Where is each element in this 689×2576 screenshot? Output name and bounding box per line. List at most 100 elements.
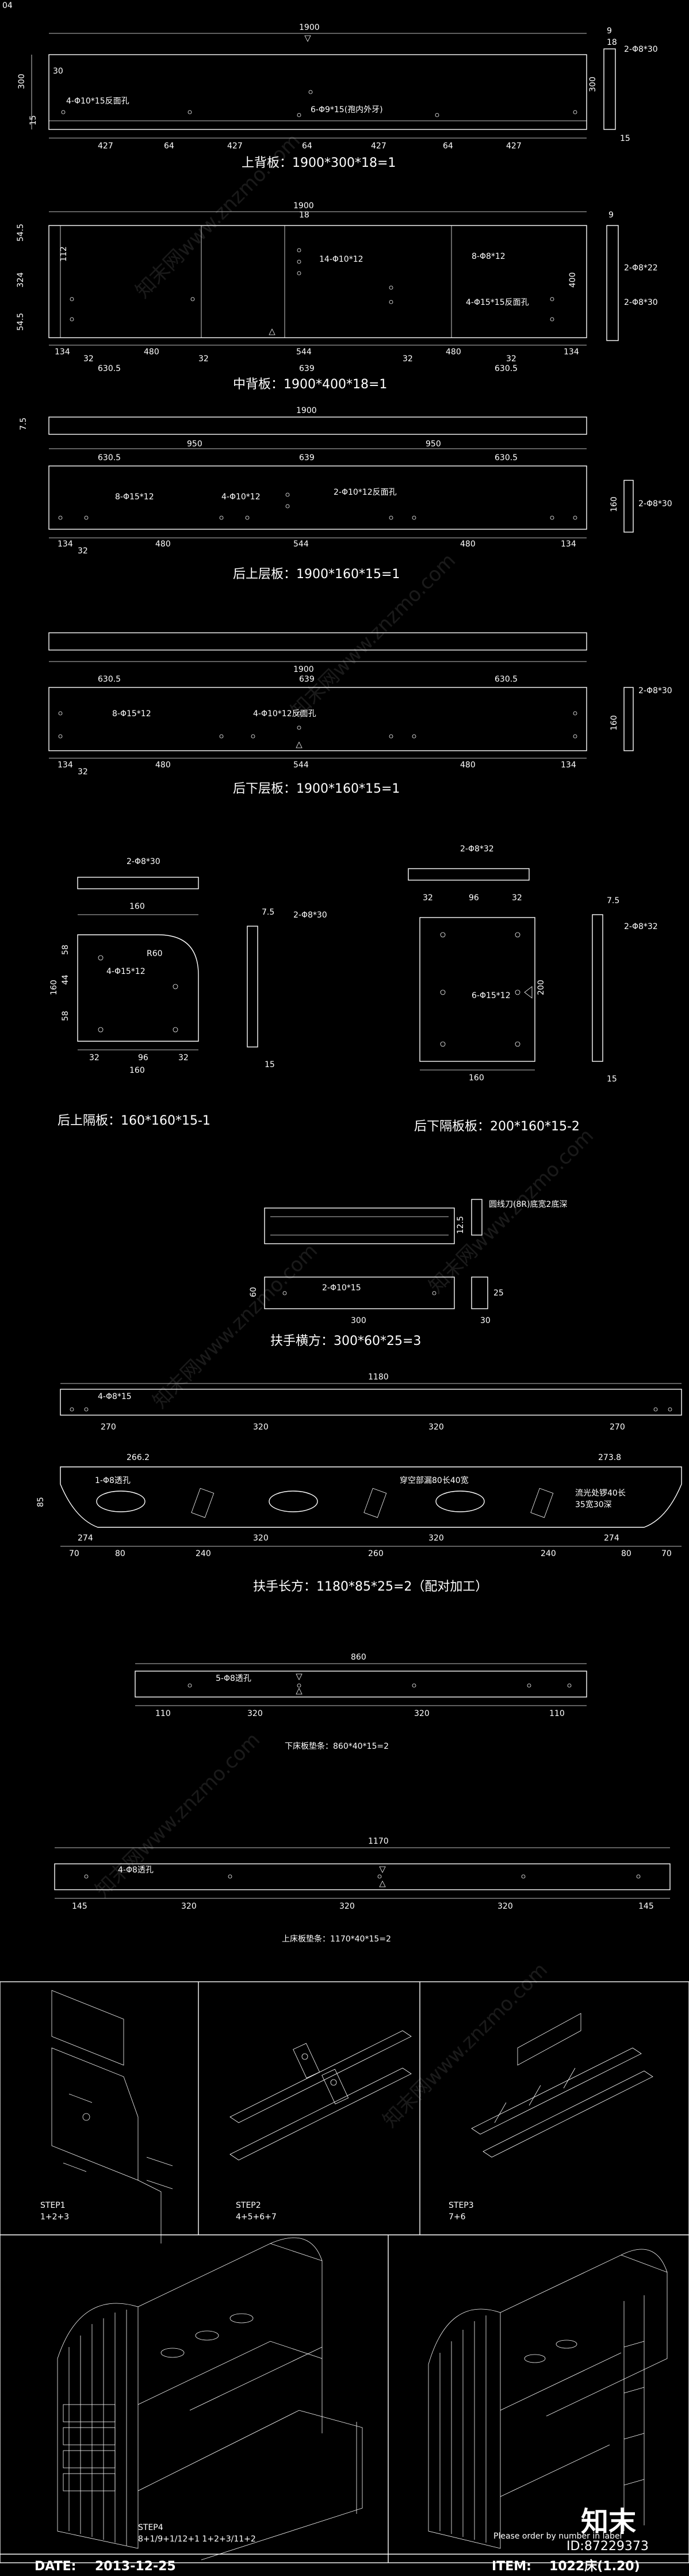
dim-b: 134 [58, 540, 73, 549]
dim: 64 [302, 142, 312, 151]
watermark: 知末网www.znzmo.com [148, 1239, 322, 1413]
dim: 427 [371, 142, 386, 151]
dim-top: 270 [101, 1423, 116, 1432]
dim-b2: 274 [604, 1534, 619, 1543]
dim-overall: 1900 [296, 406, 317, 415]
dim-h-left: 300 [17, 74, 26, 89]
note-holes: 2-Φ10*15 [322, 1283, 361, 1293]
part-rear-lower-rail: 1900 630.5 639 630.5 8-Φ15*12 4-Φ10*12反面… [48, 632, 672, 796]
watermark: 知末网www.znzmo.com [91, 1728, 265, 1902]
dim: 96 [138, 1053, 148, 1062]
part-mid-back: 1900 18 54.5 324 54.5 112 400 14-Φ10*12 … [16, 201, 658, 392]
dim-b2: 320 [428, 1534, 444, 1543]
step1-sketch [51, 1990, 173, 2244]
part-handrail-long: 1180 4-Φ8*15 270 320 320 270 266.2 273.8… [36, 1373, 682, 1594]
rail-top [60, 1389, 682, 1416]
dim-overall: 1900 [293, 201, 314, 211]
dim: 32 [423, 893, 433, 903]
dim-side: 160 [610, 715, 619, 731]
cross-profile [264, 1207, 455, 1244]
dim-b: 134 [561, 540, 576, 549]
steps-frame [0, 1981, 689, 2563]
dim-w: 160 [469, 1073, 484, 1083]
dim-h: 7.5 [19, 418, 28, 430]
dim-overall: 860 [351, 1653, 366, 1662]
mid-back-panel [48, 225, 587, 338]
dim: 110 [549, 1709, 565, 1718]
divider-front [77, 934, 199, 1042]
dim: 630.5 [495, 364, 518, 373]
part-lower-slat: 860 5-Φ8透孔 110 320 320 110 下床板垫条：860*40*… [135, 1653, 587, 1751]
side-profile [471, 1199, 483, 1236]
dim-b: 134 [58, 760, 73, 770]
step2-title: STEP2 [236, 2201, 261, 2210]
step1-parts: 1+2+3 [40, 2212, 69, 2222]
bottom-dims: 427 64 427 64 427 64 427 [98, 142, 522, 151]
note-5: 35宽30深 [575, 1500, 612, 1509]
side-profile [606, 225, 619, 341]
dim: 64 [164, 142, 174, 151]
dim: 320 [414, 1709, 430, 1718]
divider-front [419, 917, 535, 1062]
dim-h-right: 400 [568, 272, 577, 288]
dim-top: 320 [253, 1423, 269, 1432]
dim-top: 630.5 [98, 675, 121, 684]
dim-t2: 30 [480, 1316, 491, 1325]
note-2: 8-Φ8*12 [472, 252, 506, 261]
note-1: 8-Φ15*12 [115, 492, 154, 502]
dim-h-right: 300 [588, 77, 598, 92]
note-holes-1: 4-Φ10*15反面孔 [66, 97, 129, 106]
end-profile [471, 1276, 488, 1309]
dim-top: 320 [428, 1423, 444, 1432]
note-2: 4-Φ10*12反面孔 [253, 709, 316, 718]
top-view [48, 416, 587, 435]
dim-h: 324 [16, 272, 25, 288]
caption-handrail-cross: 扶手横方：300*60*25=3 [270, 1334, 421, 1348]
dim-b: 480 [155, 760, 171, 770]
dim: 32 [403, 354, 413, 364]
slat-front [54, 1863, 671, 1890]
side-note: 2-Φ8*32 [624, 922, 658, 931]
dim-b: 240 [541, 1549, 556, 1558]
caption-mid-back: 中背板：1900*400*18=1 [233, 377, 387, 392]
watermark: 知末网www.znzmo.com [424, 1124, 598, 1298]
side-profile [603, 48, 616, 130]
dim-b: 544 [293, 760, 309, 770]
caption-rear-upper-divider: 后上隔板：160*160*15-1 [58, 1114, 210, 1128]
caption-top-back: 上背板：1900*300*18=1 [242, 156, 396, 170]
dim: 145 [638, 1902, 654, 1911]
dim-v: 58 [61, 1011, 70, 1021]
dim-mid: 950 [426, 439, 441, 449]
step4-title: STEP4 [138, 2523, 163, 2532]
side-profile [247, 926, 258, 1048]
dim: 32 [512, 893, 522, 903]
dim-side-h2: 15 [620, 134, 630, 143]
note-3: 穿空部漏80长40宽 [400, 1476, 469, 1485]
dim-overall: 1900 [293, 665, 314, 674]
dim: 64 [443, 142, 453, 151]
step4-parts: 8+1/9+1/12+1 1+2+3/11+2 [138, 2535, 256, 2544]
dim-overall-sub: 18 [299, 211, 309, 220]
top-back-panel [48, 54, 587, 130]
dim: 320 [497, 1902, 513, 1911]
side-note: 2-Φ8*30 [293, 911, 327, 920]
dim-overall: 1900 [299, 23, 320, 32]
note-1: 4-Φ8*15 [98, 1392, 132, 1401]
dim: 480 [446, 347, 461, 357]
dim-edge: 32 [78, 546, 88, 556]
watermark: 知末网www.znzmo.com [131, 129, 305, 303]
rail-front [60, 1466, 682, 1528]
dim-b2: 320 [253, 1534, 269, 1543]
note-2: 4-Φ10*12 [221, 492, 261, 502]
dim-b: 260 [368, 1549, 384, 1558]
dim-b: 240 [196, 1549, 211, 1558]
dim: 32 [83, 354, 94, 364]
side-profile [623, 687, 634, 751]
dim-h: 85 [36, 1497, 45, 1507]
dim: 25 [493, 1289, 504, 1298]
order-note: Please order by number in label [493, 2532, 622, 2541]
step3-title: STEP3 [449, 2201, 474, 2210]
dim-h: 200 [537, 980, 546, 995]
note-groove: 圆线刀(8R)底宽2底深 [489, 1199, 567, 1209]
dim: 32 [89, 1053, 99, 1062]
